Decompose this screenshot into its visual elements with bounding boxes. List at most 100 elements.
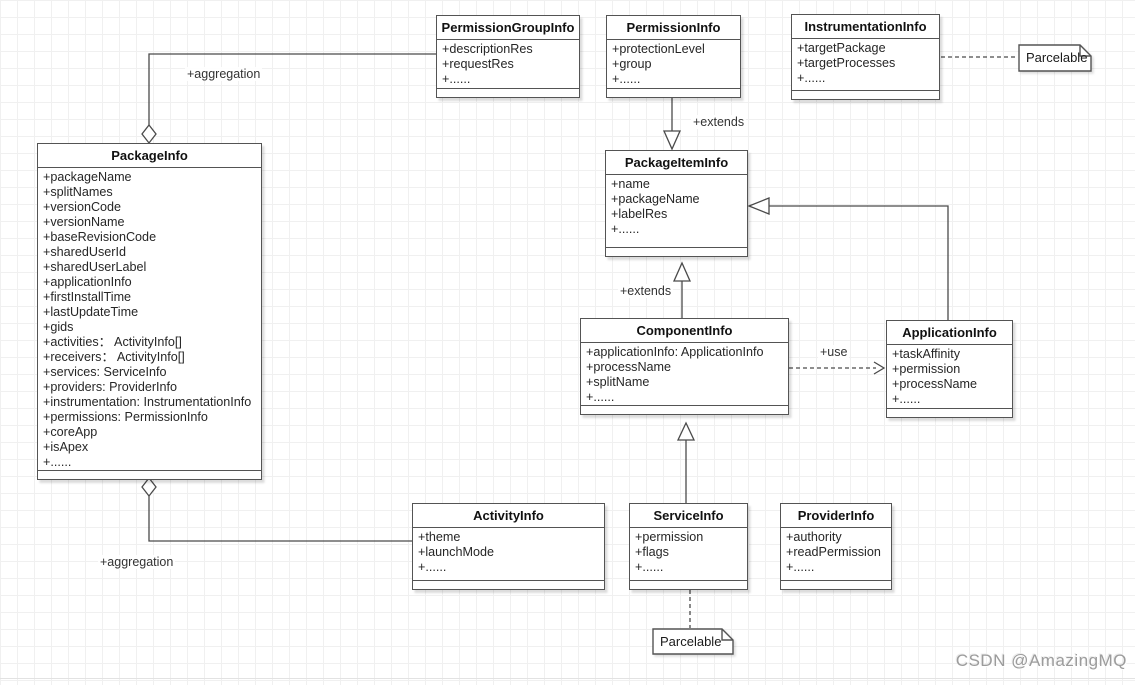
class-instrumentationinfo: InstrumentationInfo +targetPackage+targe… <box>791 14 940 100</box>
edge-aggregation-permissiongroupinfo <box>148 53 436 125</box>
attribute-line: +baseRevisionCode <box>43 230 157 244</box>
class-methods-compartment <box>792 90 939 99</box>
generalization-arrow-icon <box>672 261 692 282</box>
generalization-arrow-icon <box>747 197 770 215</box>
class-attributes: +descriptionRes+requestRes+...... <box>437 40 579 88</box>
class-title: ServiceInfo <box>630 504 747 528</box>
class-title: InstrumentationInfo <box>792 15 939 39</box>
attribute-line: +permission <box>635 530 704 544</box>
attribute-line: +permission <box>892 362 961 376</box>
class-title: PackageInfo <box>38 144 261 168</box>
edge-label-extends-top: +extends <box>691 115 747 129</box>
open-arrow-icon <box>873 361 886 375</box>
attribute-line: +splitName <box>586 375 650 389</box>
attribute-line: +launchMode <box>418 545 494 559</box>
class-methods-compartment <box>581 405 788 414</box>
attribute-line: +...... <box>586 390 615 404</box>
class-permissiongroupinfo: PermissionGroupInfo +descriptionRes+requ… <box>436 15 580 98</box>
attribute-line: +services: ServiceInfo <box>43 365 167 379</box>
attribute-line: +targetPackage <box>797 41 886 55</box>
attribute-line: +packageName <box>611 192 700 206</box>
class-serviceinfo: ServiceInfo +permission+flags+...... <box>629 503 748 590</box>
class-attributes: +targetPackage+targetProcesses+...... <box>792 39 939 90</box>
attribute-line: +name <box>611 177 650 191</box>
aggregation-diamond-icon <box>141 476 157 498</box>
class-applicationinfo: ApplicationInfo +taskAffinity+permission… <box>886 320 1013 418</box>
generalization-arrow-icon <box>676 421 696 441</box>
edge-label-extends-middle: +extends <box>618 284 674 298</box>
class-attributes: +applicationInfo: ApplicationInfo+proces… <box>581 343 788 405</box>
class-attributes: +packageName+splitNames+versionCode+vers… <box>38 168 261 470</box>
edge-aggregation-activityinfo <box>148 496 412 542</box>
attribute-line: +theme <box>418 530 461 544</box>
attribute-line: +group <box>612 57 652 71</box>
attribute-line: +...... <box>43 455 72 469</box>
class-attributes: +theme+launchMode+...... <box>413 528 604 580</box>
note-fold-icon <box>721 629 733 641</box>
attribute-line: +permissions: PermissionInfo <box>43 410 208 424</box>
class-attributes: +authority+readPermission+...... <box>781 528 891 580</box>
attribute-line: +...... <box>611 222 640 236</box>
class-activityinfo: ActivityInfo +theme+launchMode+...... <box>412 503 605 590</box>
class-title: PermissionInfo <box>607 16 740 40</box>
attribute-line: +...... <box>635 560 664 574</box>
attribute-line: +...... <box>786 560 815 574</box>
attribute-line: +taskAffinity <box>892 347 961 361</box>
attribute-line: +requestRes <box>442 57 514 71</box>
aggregation-diamond-icon <box>141 123 157 145</box>
grid-major-line <box>0 678 1135 679</box>
generalization-arrow-icon <box>662 130 682 151</box>
note-label-parcelable-bottom: Parcelable <box>660 634 722 649</box>
class-methods-compartment <box>413 580 604 589</box>
class-methods-compartment <box>781 580 891 589</box>
class-title: PermissionGroupInfo <box>437 16 579 40</box>
attribute-line: +coreApp <box>43 425 98 439</box>
watermark-text: CSDN @AmazingMQ <box>955 651 1127 670</box>
edge-label-aggregation-top: +aggregation <box>185 67 263 81</box>
class-title: PackageItemInfo <box>606 151 747 175</box>
attribute-line: +applicationInfo <box>43 275 132 289</box>
attribute-line: +splitNames <box>43 185 113 199</box>
class-methods-compartment <box>607 88 740 97</box>
attribute-line: +readPermission <box>786 545 881 559</box>
class-methods-compartment <box>630 580 747 589</box>
class-permissioninfo: PermissionInfo +protectionLevel+group+..… <box>606 15 741 98</box>
attribute-line: +protectionLevel <box>612 42 705 56</box>
attribute-line: +authority <box>786 530 842 544</box>
attribute-line: +labelRes <box>611 207 668 221</box>
attribute-line: +...... <box>797 71 826 85</box>
attribute-line: +flags <box>635 545 669 559</box>
class-title: ProviderInfo <box>781 504 891 528</box>
class-providerinfo: ProviderInfo +authority+readPermission+.… <box>780 503 892 590</box>
attribute-line: +isApex <box>43 440 89 454</box>
attribute-line: +...... <box>418 560 447 574</box>
attribute-line: +instrumentation: InstrumentationInfo <box>43 395 252 409</box>
class-title: ActivityInfo <box>413 504 604 528</box>
class-methods-compartment <box>887 408 1012 417</box>
class-methods-compartment <box>606 247 747 256</box>
class-attributes: +protectionLevel+group+...... <box>607 40 740 88</box>
class-title: ApplicationInfo <box>887 321 1012 345</box>
edge-label-use: +use <box>818 345 850 359</box>
attribute-line: +sharedUserLabel <box>43 260 147 274</box>
attribute-line: +descriptionRes <box>442 42 533 56</box>
attribute-line: +processName <box>586 360 672 374</box>
class-packageinfo: PackageInfo +packageName+splitNames+vers… <box>37 143 262 480</box>
attribute-line: +receivers： ActivityInfo[] <box>43 350 185 364</box>
attribute-line: +firstInstallTime <box>43 290 132 304</box>
class-methods-compartment <box>437 88 579 97</box>
attribute-line: +targetProcesses <box>797 56 896 70</box>
attribute-line: +activities： ActivityInfo[] <box>43 335 182 349</box>
edge-extends-applicationinfo <box>769 205 949 320</box>
attribute-line: +processName <box>892 377 978 391</box>
attribute-line: +gids <box>43 320 74 334</box>
class-attributes: +name+packageName+labelRes+...... <box>606 175 747 247</box>
class-title: ComponentInfo <box>581 319 788 343</box>
attribute-line: +providers: ProviderInfo <box>43 380 178 394</box>
attribute-line: +...... <box>612 72 641 86</box>
attribute-line: +...... <box>892 392 921 406</box>
attribute-line: +applicationInfo: ApplicationInfo <box>586 345 764 359</box>
attribute-line: +packageName <box>43 170 132 184</box>
class-attributes: +taskAffinity+permission+processName+...… <box>887 345 1012 408</box>
